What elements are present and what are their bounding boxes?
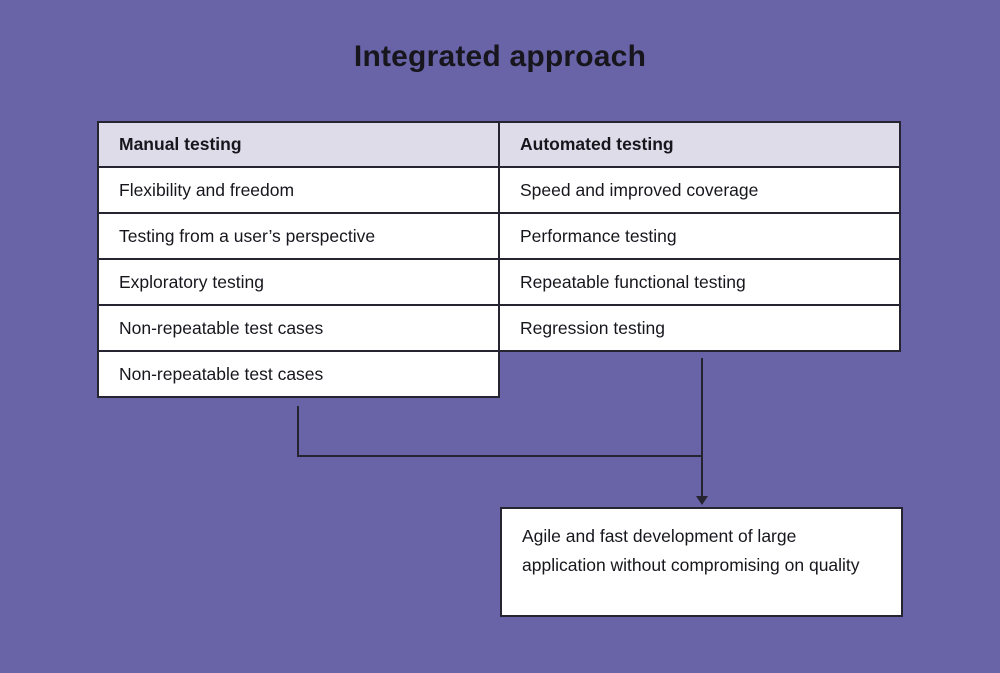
table-cell: Testing from a user’s perspective [97, 212, 500, 260]
connector-left-vertical-line [297, 406, 299, 457]
connector-right-vertical-line [701, 358, 703, 498]
manual-testing-column: Manual testing Flexibility and freedom T… [97, 121, 500, 398]
manual-testing-header: Manual testing [97, 121, 500, 168]
table-cell: Repeatable functional testing [498, 258, 901, 306]
table-cell: Non-repeatable test cases [97, 350, 500, 398]
connector-horizontal-line [297, 455, 703, 457]
automated-testing-column: Automated testing Speed and improved cov… [498, 121, 901, 398]
table-cell: Performance testing [498, 212, 901, 260]
table-cell: Exploratory testing [97, 258, 500, 306]
table-cell: Non-repeatable test cases [97, 304, 500, 352]
page-title: Integrated approach [353, 40, 647, 73]
automated-testing-header: Automated testing [498, 121, 901, 168]
arrow-down-icon [696, 496, 708, 505]
table-cell: Speed and improved coverage [498, 166, 901, 214]
result-box: Agile and fast development of large appl… [500, 507, 903, 617]
comparison-table: Manual testing Flexibility and freedom T… [97, 121, 901, 398]
table-cell: Regression testing [498, 304, 901, 352]
table-cell: Flexibility and freedom [97, 166, 500, 214]
